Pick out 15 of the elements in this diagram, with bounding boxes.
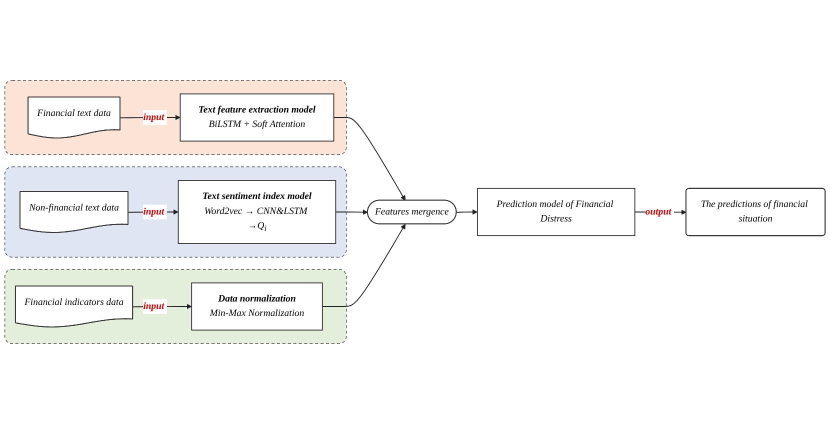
arrow: [333, 117, 406, 201]
node-box: Text feature extraction model BiLSTM + Soft Attention: [180, 93, 334, 142]
node-box: Prediction model of Financial Distress: [476, 188, 636, 236]
cluster: [4, 80, 347, 156]
arrow: [335, 210, 368, 215]
edge-label: input: [143, 112, 164, 122]
cluster: [4, 166, 347, 258]
node-box: Text sentiment index model Word2vec → CNN&LSTM →Q$_{i}$: [178, 180, 336, 244]
edge-label: output: [645, 206, 672, 217]
arrow: [456, 209, 478, 215]
node-box: Data normalization Min-Max Normalization: [191, 282, 323, 331]
arrow: [322, 224, 406, 307]
edge-label: input: [143, 206, 164, 217]
edge-label: input: [143, 301, 164, 312]
cluster: [4, 268, 347, 344]
